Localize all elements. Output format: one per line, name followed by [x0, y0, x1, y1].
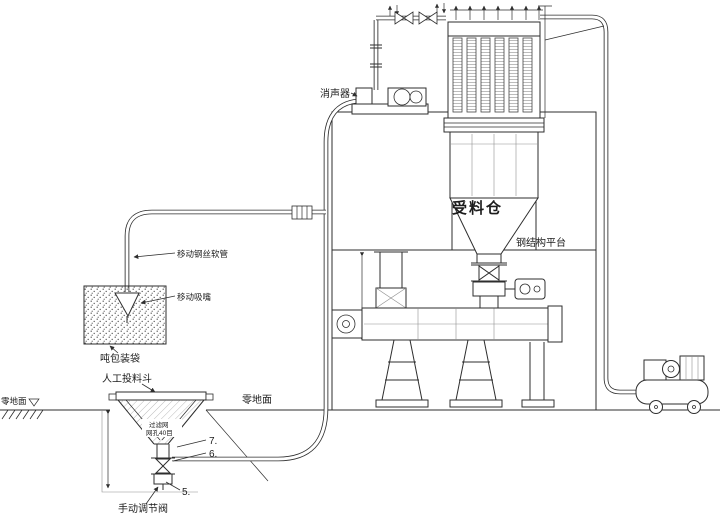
conveyor-end-cap	[547, 305, 563, 343]
label-ground-center: 零地面	[242, 393, 272, 406]
filter-bag	[494, 37, 505, 113]
leader-part6	[172, 452, 207, 462]
feed-hopper: 过滤网 网孔40目	[108, 391, 214, 490]
leader-muffler	[350, 91, 358, 97]
leader-part5	[165, 481, 181, 491]
hopper-screen-label-2: 网孔40目	[146, 429, 173, 437]
silencer	[355, 87, 373, 105]
label-ground-left: 零地面	[1, 396, 27, 406]
piping	[124, 3, 636, 462]
labels: 消声器 受料仓 钢结构平台 移动钢丝软管 移动吸嘴 吨包装袋 人工投料斗 零地面…	[1, 87, 566, 515]
rotary-drop-pipe	[479, 295, 499, 309]
ground-hatch	[1, 409, 44, 420]
silo-legs	[451, 198, 537, 250]
silo-body	[449, 131, 539, 255]
pit-wall	[101, 410, 198, 493]
label-part7: 7.	[209, 436, 217, 447]
top-valve-1	[394, 11, 414, 25]
rotary-valve-symbol	[478, 265, 500, 281]
hopper-screen-label-1: 过滤网	[149, 420, 169, 429]
suction-nozzle	[114, 292, 140, 318]
elevation-mark	[28, 398, 40, 407]
leader-ton-bag	[109, 345, 119, 354]
inlet-chute	[374, 251, 408, 288]
label-silo: 受料仓	[452, 199, 503, 217]
filter-bag	[452, 37, 463, 113]
hopper-rim	[115, 391, 207, 401]
label-hose: 移动钢丝软管	[177, 249, 228, 259]
label-ton-bag: 吨包装袋	[100, 352, 140, 365]
leader-manual-valve	[145, 486, 159, 505]
filter-bag	[508, 37, 519, 113]
pulse-arrows	[453, 5, 542, 20]
hopper-bottom-fitting	[153, 473, 173, 485]
ton-bag	[83, 285, 167, 345]
blower	[351, 87, 429, 115]
screw-conveyor	[331, 251, 563, 343]
label-part5: 5.	[182, 487, 190, 498]
label-muffler: 消声器	[320, 87, 350, 100]
leader-suction-nozzle	[140, 295, 176, 305]
top-valve-2	[418, 11, 438, 25]
label-part6: 6.	[209, 449, 217, 460]
leader-hose	[133, 252, 176, 259]
ground-line	[0, 398, 720, 493]
hopper-neck	[156, 444, 170, 458]
pipe-flanges	[370, 44, 382, 68]
filter-bag	[522, 37, 533, 113]
rotary-valve	[471, 253, 546, 309]
hopper-valve	[154, 458, 172, 474]
label-manual-valve: 手动调节阀	[118, 502, 168, 515]
label-platform: 钢结构平台	[516, 236, 566, 249]
pit-ramp	[205, 409, 269, 482]
filter-bag	[480, 37, 491, 113]
support-stand	[375, 339, 555, 408]
dust-collector	[443, 5, 605, 133]
filter-bag	[466, 37, 477, 113]
leader-part7	[176, 439, 207, 448]
leader-feed-hopper	[141, 383, 156, 393]
label-suction-nozzle: 移动吸嘴	[177, 292, 212, 302]
frame-brace	[544, 25, 605, 41]
label-feed-hopper: 人工投料斗	[102, 372, 152, 385]
compressor-tank	[635, 379, 709, 405]
hose-coupler	[291, 205, 313, 220]
tube-sheet-flange	[443, 117, 545, 133]
air-compressor	[635, 355, 709, 414]
